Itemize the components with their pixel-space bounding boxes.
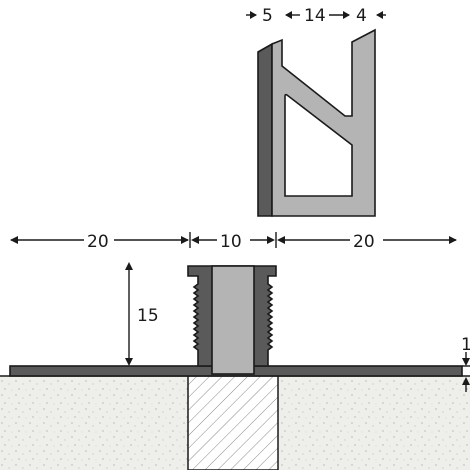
- dim-center-span: 10: [220, 232, 242, 252]
- dim-top-right: 4: [356, 6, 367, 26]
- base-thickness-dimension: 1: [461, 335, 470, 392]
- bottom-profile: [9, 265, 463, 377]
- top-profile-dark-strip: [257, 42, 273, 217]
- top-profile: [257, 28, 376, 217]
- dim-top-middle: 14: [304, 6, 326, 26]
- dim-base-thickness: 1: [461, 335, 470, 355]
- dim-height: 15: [137, 306, 159, 326]
- dim-left-span: 20: [87, 232, 109, 252]
- slot-hatched: [187, 375, 279, 470]
- light-insert: [211, 265, 255, 375]
- dim-right-span: 20: [353, 232, 375, 252]
- span-dimensions: 20 10 20: [10, 232, 457, 252]
- top-profile-light-body: [271, 28, 376, 217]
- height-dimension: 15: [125, 262, 159, 366]
- dim-top-left: 5: [262, 6, 273, 26]
- top-dimensions: 5 14 4: [246, 6, 386, 26]
